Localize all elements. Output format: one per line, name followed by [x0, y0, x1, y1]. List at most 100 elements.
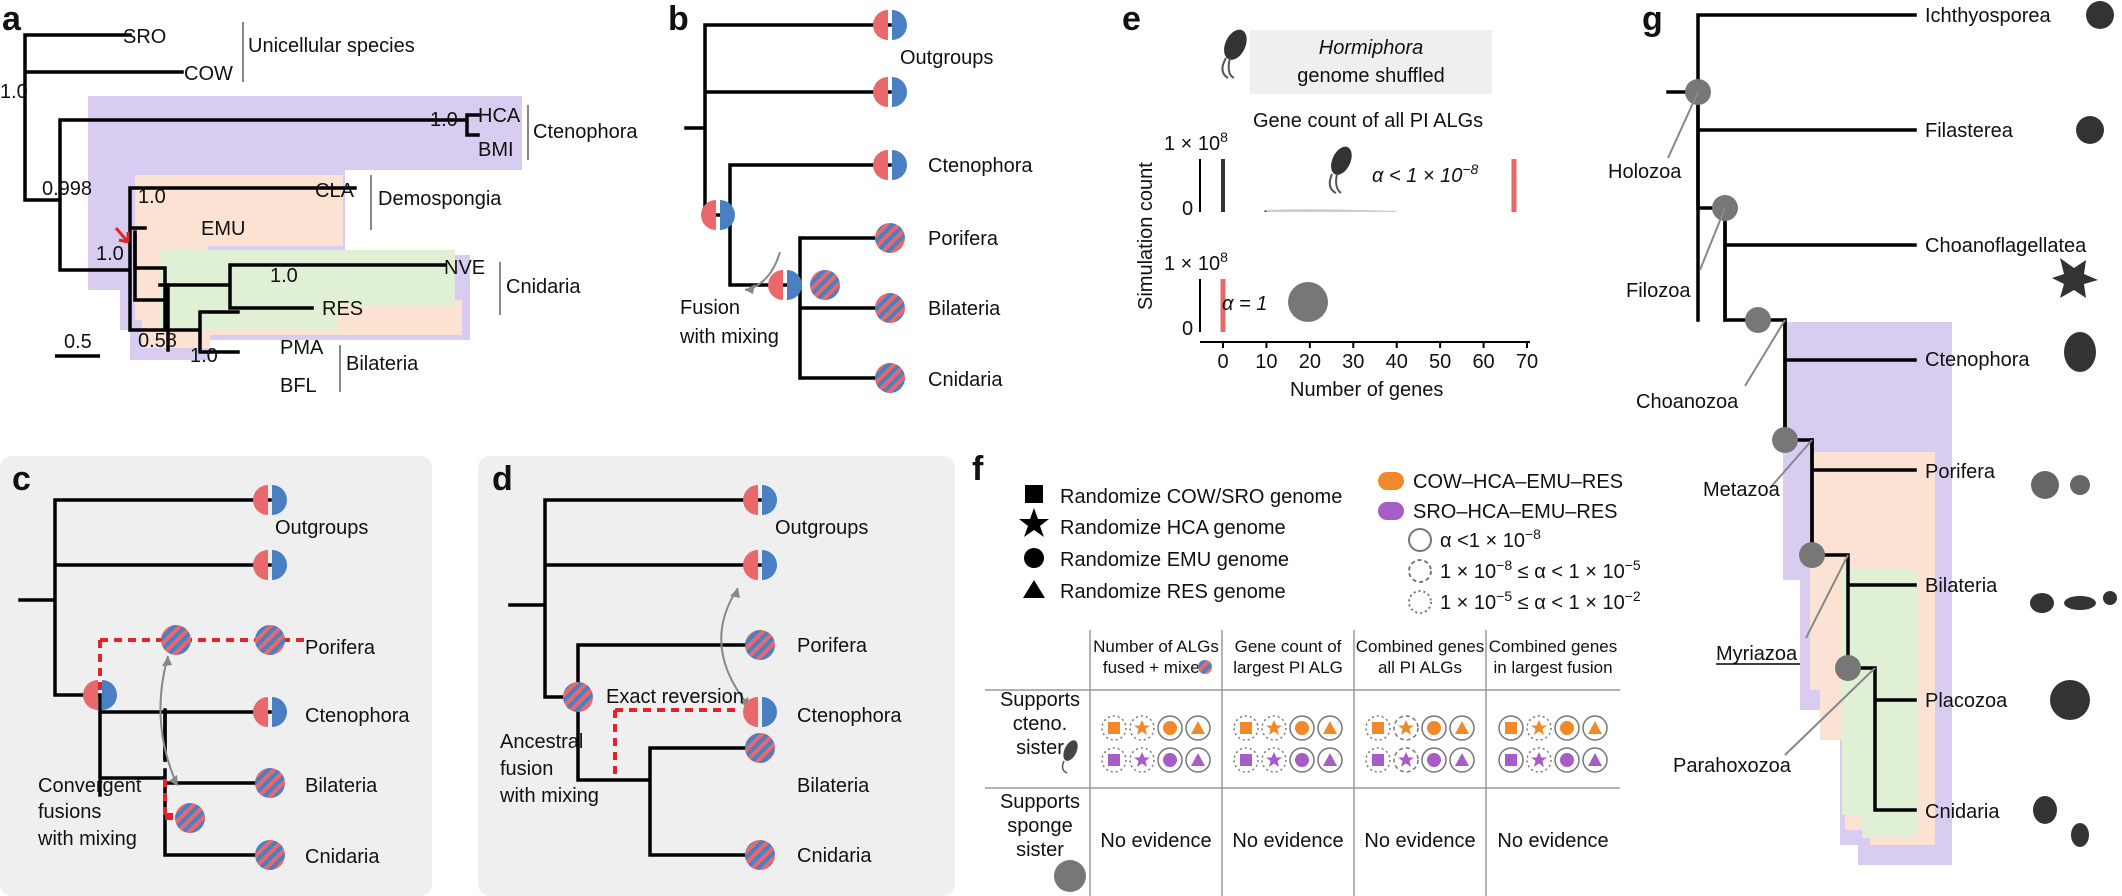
support-cteno: 1.0	[430, 109, 458, 131]
e-alpha-top: α < 1 × 10−8	[1372, 161, 1479, 187]
g-taxon-0: Ichthyosporea	[1925, 5, 2052, 27]
clade-choanozoa: Choanozoa	[1636, 391, 1739, 413]
group-cnidaria: Cnidaria	[506, 276, 581, 298]
taxon-nve: NVE	[444, 257, 485, 279]
organism-silhouettes	[2030, 1, 2117, 847]
d-alg-circle-1	[743, 550, 777, 580]
bg-g-green	[1842, 570, 1918, 838]
f-cell-symbol	[1554, 747, 1580, 773]
f-col-header-0-0: Number of ALGs	[1093, 637, 1219, 656]
e-xtick-label: 70	[1516, 351, 1538, 373]
d-ctenophora: Ctenophora	[797, 705, 902, 727]
c-conv-line2: fusions	[38, 801, 101, 823]
f-cell-symbol	[1261, 747, 1287, 773]
ctenophore-icon-small	[1328, 146, 1352, 194]
f-alpha-1-e2: −5	[1625, 557, 1641, 573]
g-taxon-4: Porifera	[1925, 461, 1996, 483]
cnidaria-icon	[2033, 796, 2057, 824]
panel-e: e Hormiphora genome shuffled Gene count …	[1122, 0, 1538, 401]
f-cell-symbol	[1289, 747, 1315, 773]
g-taxon-5: Bilateria	[1925, 575, 1998, 597]
b-alg-circle-6	[701, 200, 735, 230]
e-xtick-label: 50	[1429, 351, 1451, 373]
f-cell-symbol	[1317, 747, 1343, 773]
d-alg-circle-0	[743, 485, 777, 515]
f-alpha-1: 1 × 10−8 ≤ α < 1 × 10−5	[1440, 557, 1641, 583]
f-alpha-2-b: ≤ α < 1 × 10	[1512, 592, 1625, 614]
panel-f: f Randomize COW/SRO genome Randomize HCA…	[972, 450, 1641, 896]
filasterea-icon	[2076, 116, 2104, 144]
e-alpha-bot: α = 1	[1222, 293, 1267, 315]
combo-orange-swatch	[1378, 472, 1404, 490]
g-node-5	[1835, 655, 1861, 681]
g-taxon-2: Choanoflagellatea	[1925, 235, 2087, 257]
taxon-hca: HCA	[478, 105, 521, 127]
f-cell-symbol	[1393, 747, 1419, 773]
triangle-icon	[1023, 580, 1045, 598]
support-root: 1.0	[0, 81, 28, 103]
e-xtick-label: 20	[1299, 351, 1321, 373]
f-alpha-0-a: α <1 × 10	[1440, 530, 1525, 552]
f-cell-symbol	[1317, 715, 1343, 741]
c-bilateria: Bilateria	[305, 775, 378, 797]
e-ymax-bot-base: 1 × 10	[1164, 253, 1220, 275]
e-y0-top: 0	[1182, 198, 1193, 220]
f-row-header-0-1: cteno.	[1013, 713, 1067, 735]
f-cell-symbol	[1233, 747, 1259, 773]
f-col-header-2-1: all PI ALGs	[1378, 658, 1462, 677]
f-legend-3: Randomize RES genome	[1060, 581, 1286, 603]
c-conv-line3: with mixing	[37, 828, 137, 850]
d-reversion: Exact reversion	[606, 686, 744, 708]
c-conv-line1: Convergent	[38, 775, 142, 797]
f-legend-1: Randomize HCA genome	[1060, 517, 1286, 539]
support-main: 1.0	[96, 243, 124, 265]
support-058: 0.58	[138, 330, 177, 352]
f-cell-symbol	[1498, 715, 1524, 741]
e-alpha-top-base: α < 1 × 10	[1372, 165, 1462, 187]
panel-letter-d: d	[492, 460, 513, 498]
circle-icon	[1024, 548, 1044, 568]
c-alg-circle-2	[255, 625, 285, 655]
ctenophore-icon	[1221, 29, 1247, 79]
e-xtick-label: 60	[1472, 351, 1494, 373]
support-0998: 0.998	[42, 178, 92, 200]
d-anc-line3: with mixing	[499, 785, 599, 807]
f-cell-symbol	[1365, 747, 1391, 773]
clade-myriazoa: Myriazoa	[1716, 643, 1798, 665]
b-ctenophora: Ctenophora	[928, 155, 1033, 177]
panel-b: b Outgroups Ctenophora Porifera Bilateri…	[668, 0, 1033, 391]
f-row-header-0-0: Supports	[1000, 689, 1080, 711]
group-unicellular: Unicellular species	[248, 35, 415, 57]
e-box-line2: genome shuffled	[1297, 65, 1445, 87]
g-node-2	[1745, 307, 1771, 333]
b-alg-circle-0	[873, 10, 907, 40]
f-legend-2: Randomize EMU genome	[1060, 549, 1289, 571]
d-porifera: Porifera	[797, 635, 868, 657]
f-col-header-3-0: Combined genes	[1489, 637, 1618, 656]
e-xtick-label: 0	[1217, 351, 1228, 373]
f-cell-symbol	[1129, 715, 1155, 741]
b-alg-circle-8	[810, 270, 840, 300]
taxon-cow: COW	[184, 63, 233, 85]
b-fusion-line2: with mixing	[679, 326, 779, 348]
f-cell-symbol	[1526, 747, 1552, 773]
taxon-bmi: BMI	[478, 139, 514, 161]
f-cell-symbol	[1261, 715, 1287, 741]
b-alg-circle-5	[875, 363, 905, 393]
f-cell-symbol	[1582, 715, 1608, 741]
e-ymax-bot: 1 × 108	[1164, 249, 1228, 275]
c-alg-circle-1	[253, 550, 287, 580]
f-row-header-0-2: sister	[1016, 737, 1064, 759]
d-bilateria: Bilateria	[797, 775, 870, 797]
d-outgroups: Outgroups	[775, 517, 868, 539]
f-col-header-3-1: in largest fusion	[1493, 658, 1612, 677]
f-cell-symbol	[1365, 715, 1391, 741]
c-outgroups: Outgroups	[275, 517, 368, 539]
support-bila: 1.0	[190, 345, 218, 367]
c-alg-circle-7	[175, 803, 205, 833]
g-taxon-7: Cnidaria	[1925, 801, 2000, 823]
f-cell-symbol	[1498, 747, 1524, 773]
f-no-evidence-1: No evidence	[1232, 830, 1343, 852]
